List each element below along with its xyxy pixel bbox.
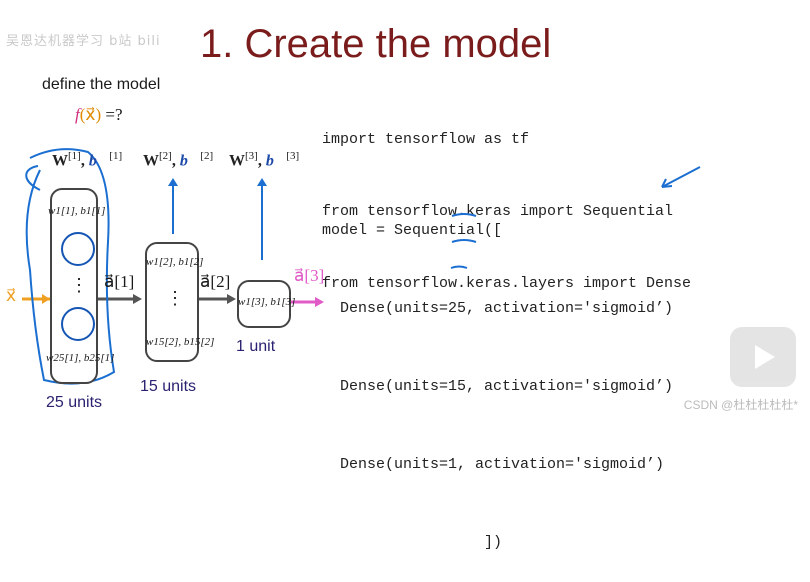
neuron	[61, 232, 95, 266]
code-line: Dense(units=15, activation='sigmoid’)	[322, 378, 674, 395]
annotation-arrow	[661, 166, 701, 188]
layer-1-units: 25 units	[46, 394, 103, 411]
code-line: import tensorflow as tf	[322, 131, 530, 148]
layer-2-top-params: w1[2], b1[2]	[146, 256, 204, 268]
ellipsis: ⋮	[166, 288, 184, 308]
ellipsis: ⋮	[70, 275, 88, 295]
import-code-block: import tensorflow as tf from tensorflow.…	[322, 80, 691, 320]
layer-1-top-params: w1[1], b1[1]	[48, 205, 106, 217]
underline-1	[450, 265, 468, 269]
code-line: model = Sequential([	[322, 222, 503, 239]
code-line: from tensorflow.keras.layers import Dens…	[322, 275, 692, 292]
underline-15	[451, 239, 477, 243]
play-icon[interactable]	[730, 327, 796, 387]
layer-1-bottom-params: w25[1], b25[1]	[46, 352, 115, 364]
layer-2-units: 15 units	[140, 378, 197, 395]
define-label: define the model	[42, 76, 161, 93]
layer-2-box	[145, 242, 199, 362]
handwritten-loop	[25, 148, 116, 385]
slide-title: 1. Create the model	[200, 22, 552, 66]
code-line: ])	[322, 534, 503, 551]
a3-output-label: a⃗[3]	[294, 266, 325, 285]
layer-2-weight-label: W[2], b⃗[2]	[143, 150, 214, 170]
equals-question: =?	[101, 105, 123, 124]
annotation-layer	[22, 148, 701, 385]
watermark-text: 吴恩达机器学习 b站 bili	[6, 34, 161, 49]
function-equation: f(x⃗) =?	[75, 105, 123, 125]
a2-label: a⃗[2]	[200, 272, 231, 291]
layer-3-units: 1 unit	[236, 338, 276, 355]
layer-3-params: w1[3], b1[3]	[238, 296, 296, 308]
code-line: Dense(units=1, activation='sigmoid’)	[322, 456, 665, 473]
layer-1-box	[50, 188, 98, 384]
neuron	[61, 307, 95, 341]
f-symbol: f	[75, 105, 80, 124]
code-line: Dense(units=25, activation='sigmoid’)	[322, 300, 674, 317]
input-x-label: x⃗	[6, 286, 17, 305]
layer-2-bottom-params: w15[2], b15[2]	[146, 336, 215, 348]
underline-25	[451, 213, 477, 217]
layer-1-weight-label: W[1], b⃗[1]	[52, 150, 123, 170]
csdn-watermark: CSDN @杜杜杜杜杜*	[683, 398, 798, 412]
layer-3-box	[237, 280, 291, 328]
code-line: from tensorflow.keras import Sequential	[322, 203, 674, 220]
x-input-symbol: (x⃗)	[79, 105, 102, 124]
layer-3-weight-label: W[3], b⃗[3]	[229, 150, 300, 170]
a1-label: a⃗[1]	[104, 272, 135, 291]
